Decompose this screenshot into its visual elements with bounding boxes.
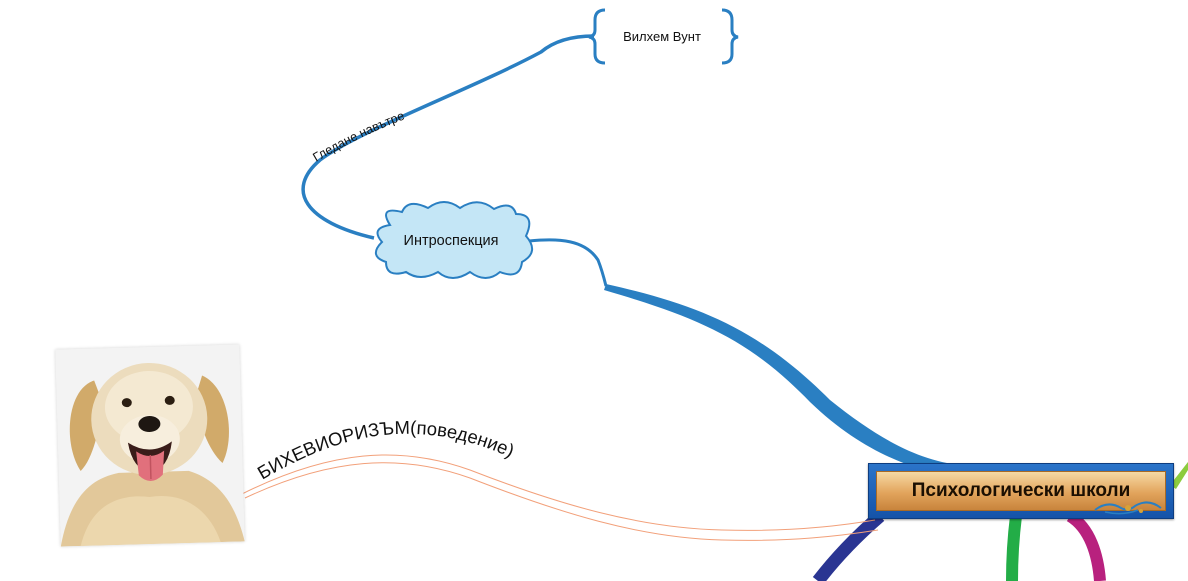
branch-link-gledane [301,34,595,240]
cloud-shape [375,201,533,279]
branch-introspection [604,284,968,478]
brace-left [588,8,606,65]
root-node-title: Психологически школи [911,480,1131,501]
root-node[interactable]: Психологически школи [868,463,1174,519]
branch-introspection-neck [528,238,608,287]
link-label-gledane-text: Гледане навътре [310,109,406,165]
branch-behaviorism [241,454,879,541]
ornament-icon [1094,501,1162,515]
root-node-inner: Психологически школи [876,471,1166,511]
node-introspection[interactable]: Интроспекция [375,201,533,279]
dog-photo [55,344,245,547]
node-introspection-label: Интроспекция [404,233,499,249]
brace-right [721,8,739,65]
link-label-gledane: Гледане навътре [310,109,406,165]
node-wundt[interactable]: Вилхем Вунт [588,8,739,65]
branch-navy [812,511,885,581]
branch-magenta [1066,510,1106,581]
dog-illustration [55,344,245,547]
branch-lime [1170,462,1188,489]
node-wundt-label: Вилхем Вунт [623,29,701,44]
branch-green [1006,515,1022,581]
